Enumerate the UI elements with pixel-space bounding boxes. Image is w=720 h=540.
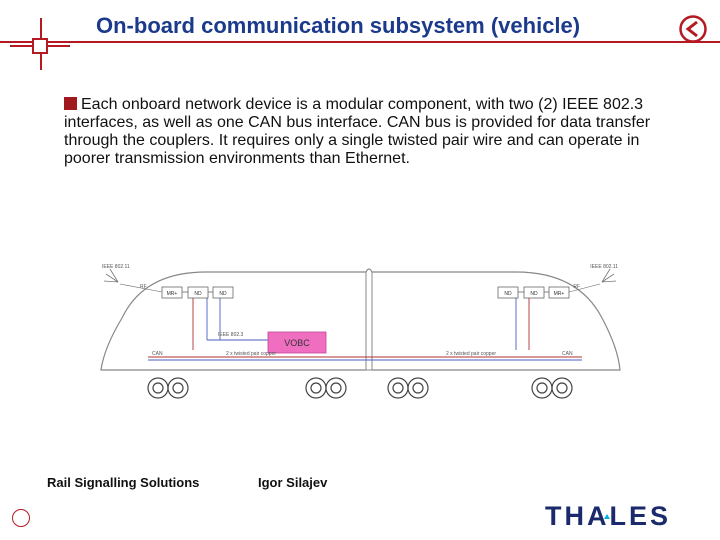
logo-text: THALES: [545, 501, 671, 530]
right-std-label: IEEE 802.11: [590, 264, 618, 270]
twisted-left-label: 2 x twisted pair copper: [226, 351, 276, 357]
logo-accent-icon: [604, 514, 610, 519]
bullet-square-icon: [64, 97, 77, 110]
right-rf-label: RF: [573, 284, 580, 290]
right-box-1: ND: [504, 291, 512, 297]
train-network-diagram: IEEE 802.11 IEEE 802.11 RF RF MR+ ND ND …: [100, 264, 621, 399]
left-box-3: ND: [219, 291, 227, 297]
left-std-label: IEEE 802.11: [102, 264, 130, 270]
twisted-right-label: 2 x twisted pair copper: [446, 351, 496, 357]
left-rf-label: RF: [140, 284, 147, 290]
thales-logo: THALES: [545, 501, 671, 530]
right-antenna-icon: [601, 268, 617, 283]
slide-title: On-board communication subsystem (vehicl…: [96, 13, 581, 38]
header-rule: [0, 41, 720, 43]
bullet-paragraph: Each onboard network device is a modular…: [64, 96, 664, 168]
vobc-std-label: IEEE 802.3: [218, 332, 244, 338]
left-box-2: ND: [194, 291, 202, 297]
footer-author: Igor Silajev: [258, 475, 328, 490]
left-car-outline: [100, 271, 366, 371]
left-antenna-icon: [103, 268, 119, 283]
right-car-outline: [372, 271, 621, 371]
corner-circle-icon: [12, 509, 30, 527]
vobc-box: [267, 331, 327, 354]
right-box-3: MR+: [554, 291, 565, 297]
bullet-text: Each onboard network device is a modular…: [64, 96, 651, 167]
can-right-label: CAN: [562, 351, 573, 357]
wheel-sets: [147, 377, 573, 399]
right-box-2: ND: [530, 291, 538, 297]
back-arrow-icon[interactable]: [678, 14, 708, 44]
vobc-label: VOBC: [284, 338, 310, 348]
footer-company: Rail Signalling Solutions: [47, 475, 200, 490]
crosshair-box: [32, 38, 48, 54]
left-box-1: MR+: [167, 291, 178, 297]
can-left-label: CAN: [152, 351, 163, 357]
